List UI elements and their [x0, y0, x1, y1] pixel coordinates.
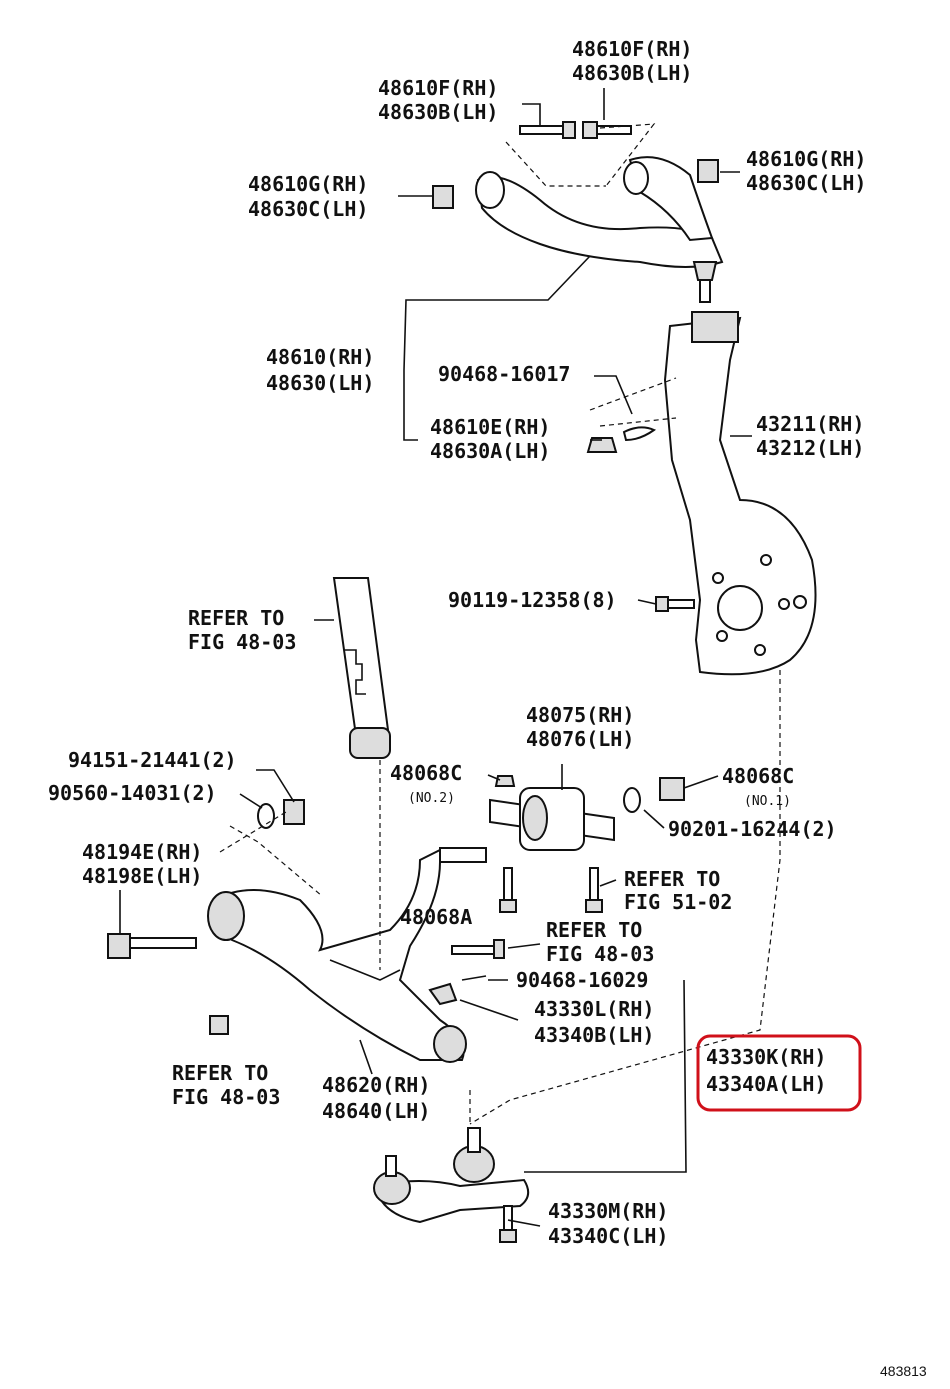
label-48630a-lh: 48630A(LH): [430, 439, 550, 463]
cotter-pin-lower-drawing: [461, 975, 487, 981]
label-43330l-rh: 43330L(RH): [534, 997, 654, 1021]
label-43330m-rh: 43330M(RH): [548, 1199, 668, 1223]
cotter-pin-upper-drawing: [622, 426, 657, 442]
lower-arm-nut-drawing: [209, 1015, 229, 1035]
label-48630c-lh-left: 48630C(LH): [248, 197, 368, 221]
label-48198e-lh: 48198E(LH): [82, 864, 202, 888]
label-48194e-rh: 48194E(RH): [82, 840, 202, 864]
upper-control-arm-drawing: [475, 156, 724, 303]
label-refer-to-1: REFER TO: [188, 606, 284, 630]
label-48630b-lh-top: 48630B(LH): [572, 61, 692, 85]
upper-arm-nut-left-drawing: [432, 185, 454, 209]
nut-48068c-no2-drawing: [494, 775, 516, 787]
diagram-number: 483813: [880, 1363, 927, 1379]
label-43330k-rh: 43330K(RH): [706, 1045, 826, 1069]
label-48610-rh: 48610(RH): [266, 345, 374, 369]
highlight-box: [696, 1034, 862, 1112]
label-90468-16017: 90468-16017: [438, 362, 570, 386]
label-48068c-no2: 48068C: [390, 761, 462, 785]
label-48610f-rh: 48610F(RH): [378, 76, 498, 100]
label-48076-lh: 48076(LH): [526, 727, 634, 751]
label-90468-16029: 90468-16029: [516, 968, 648, 992]
label-90201-16244: 90201-16244(2): [668, 817, 837, 841]
label-90119-12358: 90119-12358(8): [448, 588, 617, 612]
label-48068c-no1: 48068C: [722, 764, 794, 788]
label-48610f-rh-top: 48610F(RH): [572, 37, 692, 61]
label-no2: (NO.2): [408, 791, 455, 806]
bushing-bolts-drawing: [499, 867, 603, 913]
shock-absorber-drawing: [332, 577, 391, 759]
label-94151-21441: 94151-21441(2): [68, 748, 237, 772]
ball-joint-nut-drawing: [428, 982, 458, 1006]
knuckle-bolt-drawing: [655, 596, 695, 612]
label-43340c-lh: 43340C(LH): [548, 1224, 668, 1248]
label-43212-lh: 43212(LH): [756, 436, 864, 460]
lower-control-arm-drawing: [207, 847, 487, 1063]
label-fig-48-03-4: FIG 48-03: [172, 1085, 280, 1109]
label-fig-51-02: FIG 51-02: [624, 890, 732, 914]
upper-arm-nut-right-drawing: [697, 159, 719, 183]
label-48610g-rh-right: 48610G(RH): [746, 147, 866, 171]
lower-arm-bushing-drawing: [489, 787, 615, 851]
label-refer-to-4: REFER TO: [172, 1061, 268, 1085]
label-90560-14031: 90560-14031(2): [48, 781, 217, 805]
bolt-94151-drawing: [283, 799, 305, 825]
upper-arm-bolt-left-drawing: [519, 121, 576, 139]
bolt-48068a-drawing: [451, 939, 505, 959]
upper-arm-bolt-right-drawing: [582, 121, 632, 139]
lower-ball-joint-drawing: [373, 1127, 530, 1243]
washer-90201-drawing: [623, 787, 641, 813]
label-fig-48-03-3: FIG 48-03: [546, 942, 654, 966]
lower-arm-bolt-drawing: [107, 933, 197, 959]
leader-lines: [119, 88, 752, 1227]
label-48620-rh: 48620(RH): [322, 1073, 430, 1097]
upper-ball-nut-drawing: [586, 437, 618, 453]
label-43340b-lh: 43340B(LH): [534, 1023, 654, 1047]
label-48630-lh: 48630(LH): [266, 371, 374, 395]
label-48630c-lh-right: 48630C(LH): [746, 171, 866, 195]
label-43340a-lh: 43340A(LH): [706, 1072, 826, 1096]
nut-48068c-no1-drawing: [659, 777, 685, 801]
steering-knuckle-drawing: [663, 311, 817, 676]
label-48075-rh: 48075(RH): [526, 703, 634, 727]
label-48640-lh: 48640(LH): [322, 1099, 430, 1123]
label-43211-rh: 43211(RH): [756, 412, 864, 436]
label-48610g-rh-left: 48610G(RH): [248, 172, 368, 196]
label-fig-48-03-1: FIG 48-03: [188, 630, 296, 654]
label-no1: (NO.1): [744, 794, 791, 809]
label-refer-to-3: REFER TO: [546, 918, 642, 942]
label-48068a: 48068A: [400, 905, 472, 929]
label-48630b-lh: 48630B(LH): [378, 100, 498, 124]
dashed-lines: [219, 123, 781, 1125]
label-refer-to-2: REFER TO: [624, 867, 720, 891]
label-48610e-rh: 48610E(RH): [430, 415, 550, 439]
